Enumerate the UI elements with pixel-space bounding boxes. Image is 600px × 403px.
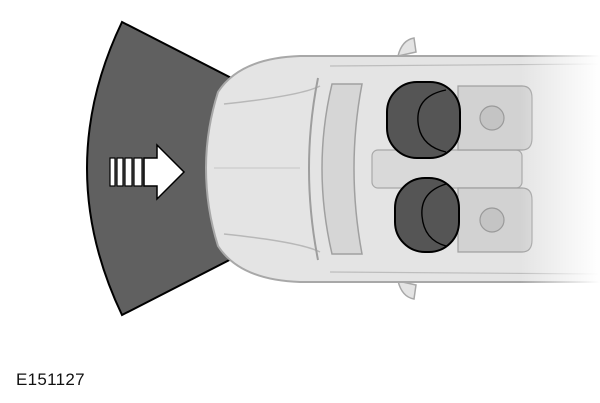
vehicle	[204, 37, 600, 300]
airbag-passenger	[394, 177, 460, 253]
direction-arrow	[109, 143, 186, 201]
airbag-driver	[386, 81, 461, 159]
airbag-deployment-diagram	[86, 20, 600, 317]
figure-label: E151127	[16, 370, 85, 389]
